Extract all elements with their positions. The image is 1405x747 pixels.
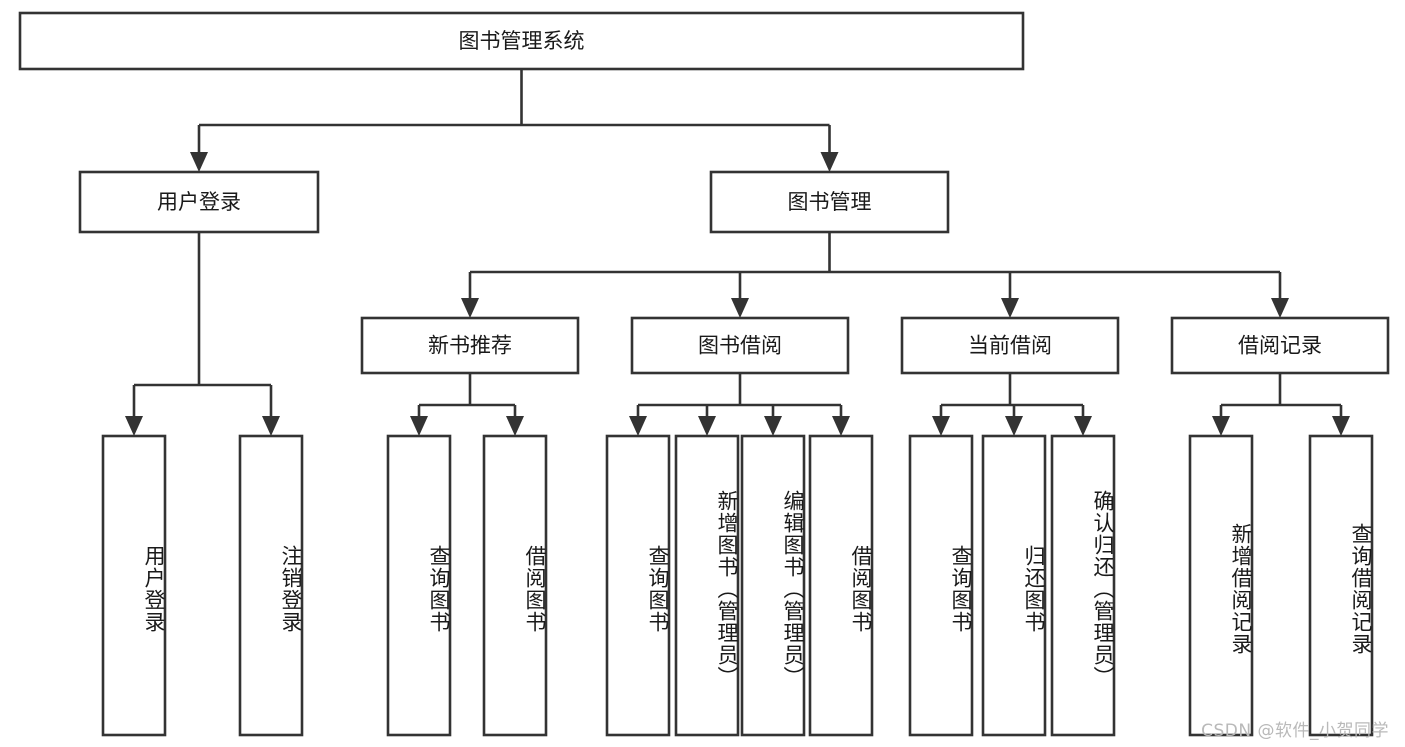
leaf-box-11[interactable] <box>1188 434 1254 737</box>
leaf-box-1[interactable] <box>238 434 304 737</box>
root-box-0[interactable] <box>18 11 1025 71</box>
level3-box-0[interactable] <box>360 316 580 375</box>
arrow-head <box>125 416 143 436</box>
arrow-head <box>1001 298 1019 318</box>
leaf-box-2[interactable] <box>386 434 452 737</box>
arrow-head <box>731 298 749 318</box>
arrow-head <box>1271 298 1289 318</box>
leaf-box-8[interactable] <box>908 434 974 737</box>
arrow-head <box>190 152 208 172</box>
level3-box-2[interactable] <box>900 316 1120 375</box>
arrow-head <box>506 416 524 436</box>
arrow-head <box>629 416 647 436</box>
leaf-box-12[interactable] <box>1308 434 1374 737</box>
level2-box-0[interactable] <box>78 170 320 234</box>
level3-box-1[interactable] <box>630 316 850 375</box>
leaf-box-6[interactable] <box>740 434 806 737</box>
arrow-head <box>764 416 782 436</box>
level3-label-0: 新书推荐 <box>428 334 512 358</box>
root-label-0: 图书管理系统 <box>459 29 585 53</box>
leaf-box-4[interactable] <box>605 434 671 737</box>
watermark-text: CSDN @软件_小贺同学 <box>1201 721 1389 741</box>
level3-label-2: 当前借阅 <box>968 334 1052 358</box>
leaf-box-3[interactable] <box>482 434 548 737</box>
leaf-box-5[interactable] <box>674 434 740 737</box>
arrow-head <box>1212 416 1230 436</box>
leaf-box-7[interactable] <box>808 434 874 737</box>
arrow-head <box>410 416 428 436</box>
arrow-head <box>698 416 716 436</box>
level2-label-0: 用户登录 <box>157 190 241 214</box>
arrow-head <box>832 416 850 436</box>
leaf-box-0[interactable] <box>101 434 167 737</box>
arrow-head <box>461 298 479 318</box>
arrow-head <box>932 416 950 436</box>
node-boxes <box>18 11 1390 737</box>
level3-box-3[interactable] <box>1170 316 1390 375</box>
arrow-head <box>1074 416 1092 436</box>
arrow-head <box>1005 416 1023 436</box>
connector-lines <box>125 69 1350 436</box>
leaf-box-10[interactable] <box>1050 434 1116 737</box>
level3-label-3: 借阅记录 <box>1238 334 1322 358</box>
arrow-head <box>820 152 839 172</box>
arrow-head <box>1332 416 1350 436</box>
arrow-head <box>262 416 280 436</box>
level3-label-1: 图书借阅 <box>698 334 782 358</box>
level2-label-1: 图书管理 <box>788 190 872 214</box>
leaf-box-9[interactable] <box>981 434 1047 737</box>
level2-box-1[interactable] <box>709 170 950 234</box>
